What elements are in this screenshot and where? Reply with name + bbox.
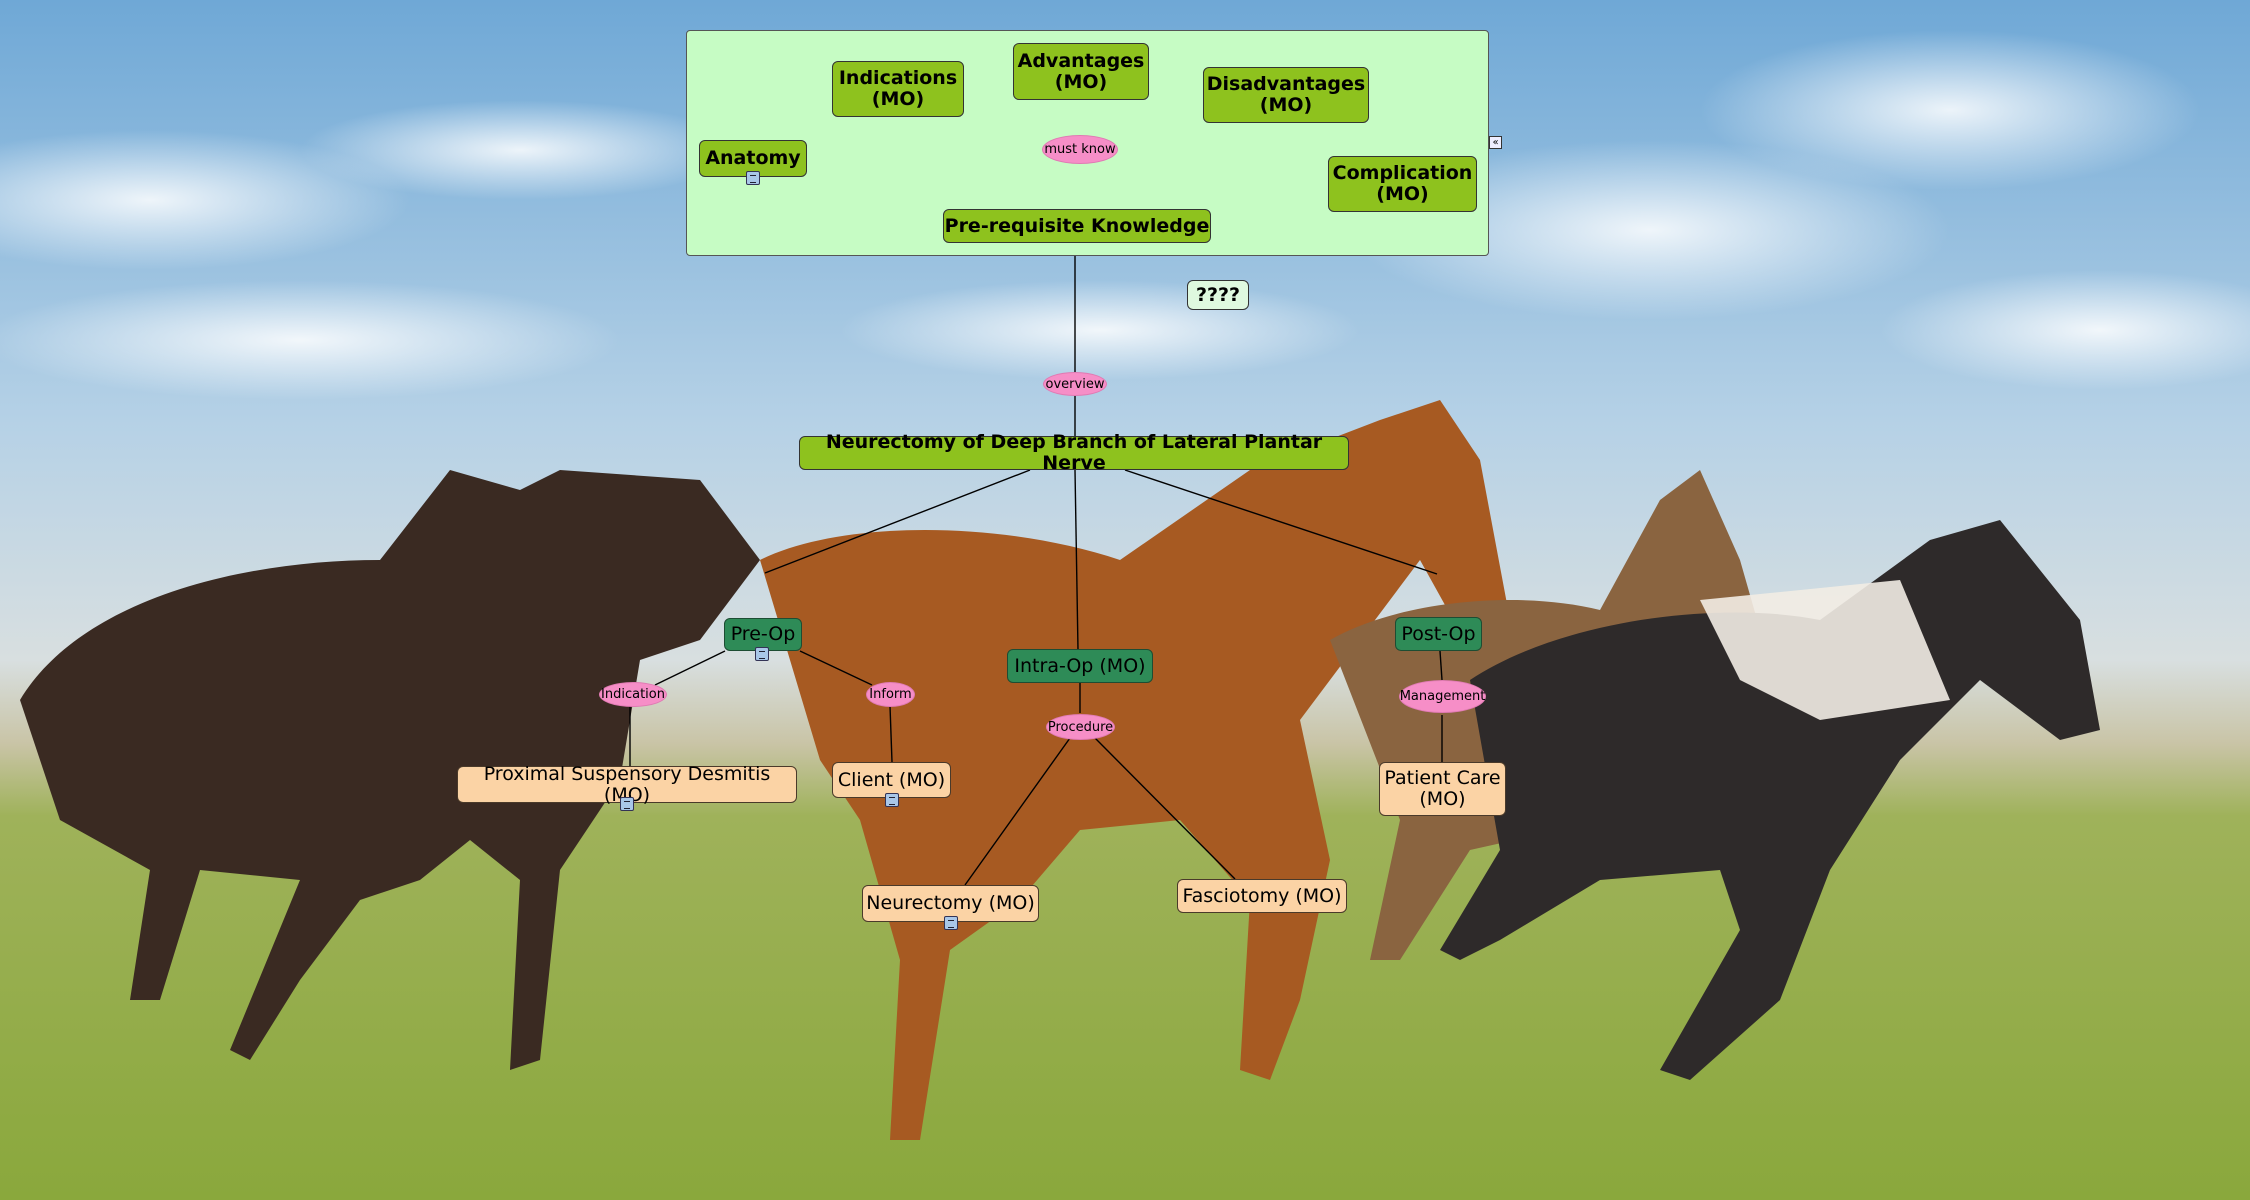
concept-anatomy[interactable]: Anatomy [699,140,807,177]
concept-fasciotomy[interactable]: Fasciotomy (MO) [1177,879,1347,913]
concept-complication[interactable]: Complication (MO) [1328,156,1477,212]
collapse-toggle-icon[interactable]: « [1489,136,1502,149]
link-label-procedure[interactable]: Procedure [1046,714,1115,740]
concept-main-neurectomy[interactable]: Neurectomy of Deep Branch of Lateral Pla… [799,432,1349,473]
resource-attachment-icon[interactable] [746,171,760,185]
concept-pre-op[interactable]: Pre-Op [724,618,802,651]
link-label-indication[interactable]: Indication [599,682,667,707]
concept-proximal-suspensory-desmitis[interactable]: Proximal Suspensory Desmitis (MO) [457,763,797,805]
resource-attachment-icon[interactable] [755,647,769,661]
concept-neurectomy[interactable]: Neurectomy (MO) [862,885,1039,922]
concept-disadvantages[interactable]: Disadvantages (MO) [1203,67,1369,123]
concept-unknown[interactable]: ???? [1187,280,1249,310]
concept-post-op[interactable]: Post-Op [1395,617,1482,651]
link-label-inform[interactable]: Inform [866,682,915,707]
resource-attachment-icon[interactable] [885,793,899,807]
concept-prerequisite-knowledge[interactable]: Pre-requisite Knowledge [943,209,1211,243]
link-label-overview[interactable]: overview [1043,372,1107,396]
concept-patient-care[interactable]: Patient Care (MO) [1379,762,1506,816]
concept-advantages[interactable]: Advantages (MO) [1013,43,1149,100]
resource-attachment-icon[interactable] [620,797,634,811]
resource-attachment-icon[interactable] [944,916,958,930]
concept-intra-op[interactable]: Intra-Op (MO) [1007,649,1153,683]
link-label-management[interactable]: Management [1399,680,1486,713]
link-label-must-know[interactable]: must know [1042,135,1118,164]
concept-indications[interactable]: Indications (MO) [832,61,964,117]
concept-client[interactable]: Client (MO) [832,762,951,798]
